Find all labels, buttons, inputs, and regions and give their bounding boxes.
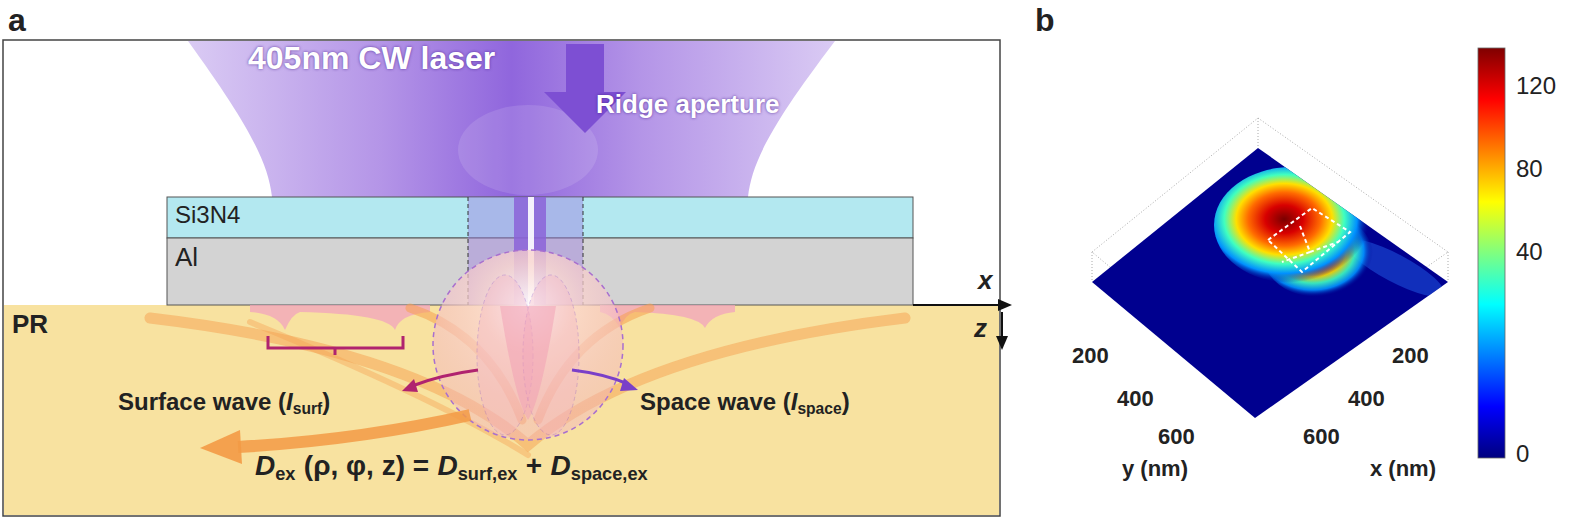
colorbar-tick: 0 [1516,440,1529,468]
tick-label: 600 [1158,424,1195,449]
panel-letter: b [1035,2,1055,39]
x-axis [913,304,1000,306]
equation: Dex (ρ, φ, z) = Dsurf,ex + Dspace,ex [255,450,648,484]
z-axis [996,336,1008,350]
tick-label: 200 [1072,343,1109,368]
aperture-label: Ridge aperture [596,90,780,120]
tick-label: 600 [1303,424,1340,449]
equation: (ρ, φ, z) = [304,450,429,481]
bracket [268,336,403,355]
leader-arrow [620,378,638,391]
axis-label: z [974,313,987,343]
layer-name: PR [12,309,48,340]
colorbar-tick: 40 [1516,238,1543,266]
colorbar [1478,48,1505,458]
laser-beam [188,41,835,197]
equation: D [255,450,275,481]
beam-arrow [566,44,604,94]
beam-label: 405nm CW laser [248,40,495,76]
wave-label: ) [322,388,330,415]
tick-label: 400 [1348,386,1385,411]
equation: space,ex [571,464,648,484]
wave-label: I [286,388,293,415]
axis-label: x [978,266,992,296]
equation: D [551,450,571,481]
colorbar-tick: 120 [1516,72,1556,99]
axis-title: y (nm) [1122,456,1188,481]
tick-label: 600 [1158,424,1195,449]
equation: ex [275,464,295,484]
tick-label: 200 [1392,343,1429,368]
axis-label: z [974,314,987,344]
field-core [500,306,556,420]
panel-letter: a [8,2,26,38]
layer-box: Si3N4 [167,197,913,238]
colorbar-tick: 40 [1516,238,1543,265]
layer-box: Al [167,238,913,305]
aperture-outline [1268,208,1350,272]
leader-arrow [412,370,478,386]
tick-label: 400 [1117,386,1154,411]
equation: surf,ex [458,464,518,484]
tick-label: 400 [1348,386,1385,411]
z-axis [1001,312,1003,338]
axis-title: x (nm) [1370,456,1436,481]
leader-arrow [572,370,628,384]
tick-label: 200 [1392,343,1429,368]
wave-label: surf [293,400,322,417]
colorbar-tick: 80 [1516,155,1543,182]
leader-arrow [402,379,418,392]
x-axis [998,299,1012,311]
dose-arrow [238,415,470,447]
axis-title: y (nm) [1122,456,1188,481]
wave-label: I [791,388,798,415]
layer-name: Al [175,242,198,273]
colorbar-tick: 0 [1516,440,1529,467]
panel-frame [3,40,1000,516]
tick-label: 200 [1072,343,1109,368]
colorbar-tick: 80 [1516,155,1543,183]
wave-label: ) [842,388,850,415]
tick-label: 400 [1117,386,1154,411]
tick-label: 600 [1303,424,1340,449]
colorbar-tick: 120 [1516,72,1556,100]
wave-label: space [797,400,841,417]
layer-name: Si3N4 [175,201,240,229]
axis-title: x (nm) [1370,456,1436,481]
dose-arrow [200,430,242,464]
equation: D [438,450,458,481]
wave-label: Space wave (Ispace) [640,388,850,418]
intensity-map [1214,167,1450,306]
panel-letter: b [1035,2,1055,38]
beam-label: 405nm CW laser [248,40,495,77]
wave-label: Surface wave (Isurf) [118,388,330,418]
wave-label: Surface wave ( [118,388,286,415]
wave-label: Space wave ( [640,388,791,415]
aperture-label: Ridge aperture [596,89,780,119]
equation: + [526,450,542,481]
panel-letter: a [8,2,26,39]
axis-label: x [978,265,992,295]
